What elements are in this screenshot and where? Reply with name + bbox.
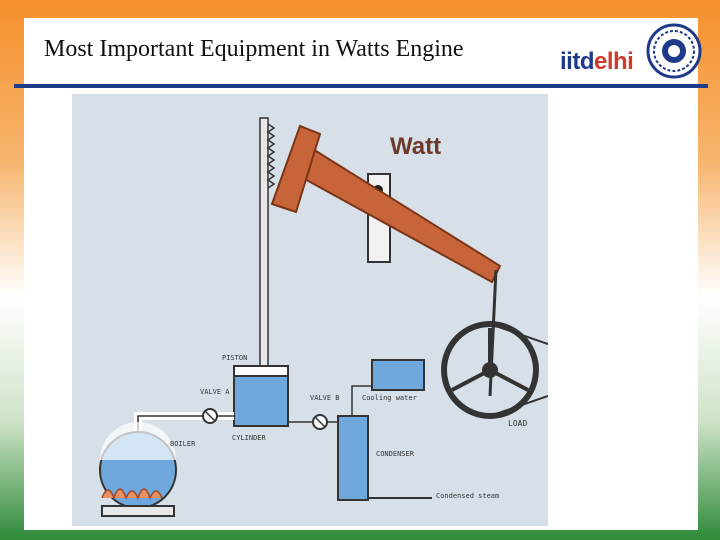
label-cylinder: CYLINDER	[232, 434, 267, 442]
piston-rod	[259, 117, 269, 369]
condenser	[337, 415, 369, 501]
label-valve-a: VALVE A	[200, 388, 230, 396]
cooling-water-tank	[371, 359, 425, 391]
diagram-drawing: Watt LOAD PISTON CYLIN	[99, 117, 548, 517]
slide: Most Important Equipment in Watts Engine…	[14, 18, 708, 530]
furnace-base	[101, 505, 175, 517]
logo-suffix: elhi	[594, 48, 634, 75]
iit-emblem-icon	[646, 23, 702, 79]
label-cooling-water: Cooling water	[362, 394, 417, 402]
label-load: LOAD	[508, 419, 527, 428]
rack-teeth	[266, 123, 276, 189]
iitd-logo-text: iitdelhi	[560, 48, 634, 76]
beam-sector	[270, 124, 322, 214]
label-piston: PISTON	[222, 354, 247, 362]
label-valve-b: VALVE B	[310, 394, 340, 402]
title-divider	[14, 84, 708, 88]
fire-icon	[101, 488, 163, 501]
label-condenser: CONDENSER	[376, 450, 415, 458]
watt-engine-diagram: Watt LOAD PISTON CYLIN	[72, 94, 548, 526]
diagram-heading: Watt	[390, 133, 441, 160]
label-condensed-steam: Condensed steam	[436, 492, 499, 500]
label-boiler: BOILER	[170, 440, 196, 448]
slide-title: Most Important Equipment in Watts Engine	[44, 36, 464, 62]
walking-beam	[290, 144, 502, 284]
logo-prefix: iitd	[560, 48, 595, 75]
